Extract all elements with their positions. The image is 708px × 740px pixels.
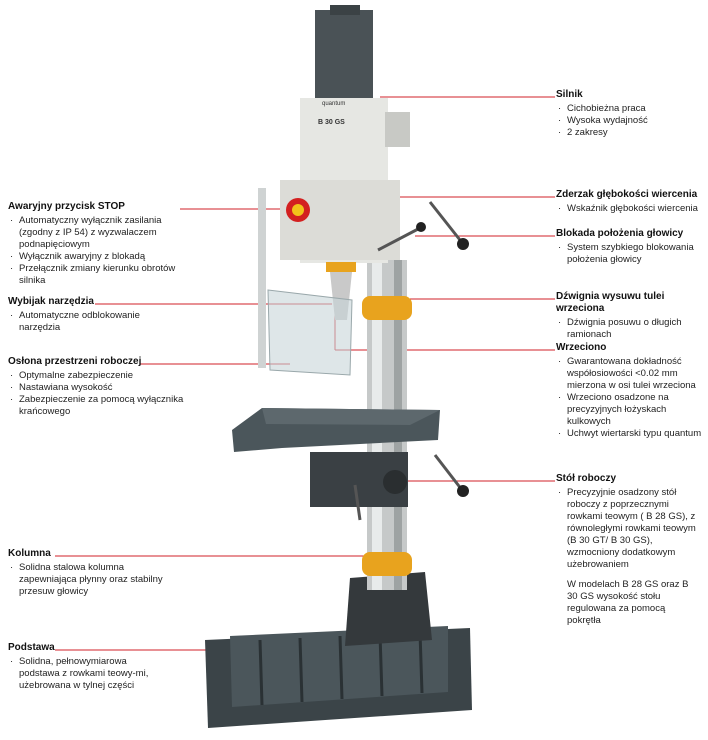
callout-head-lock: Blokada położenia głowicy System szybkie… xyxy=(556,228,704,266)
callout-spindle: Wrzeciono Gwarantowana dokładność współo… xyxy=(556,342,704,440)
callout-column: Kolumna Solidna stalowa kolumna zapewnia… xyxy=(8,548,168,598)
callout-title: Osłona przestrzeni roboczej xyxy=(8,356,142,367)
list-item: Przełącznik zmiany kierunku obrotów siln… xyxy=(8,263,176,287)
callout-emergency-stop: Awaryjny przycisk STOP Automatyczny wyłą… xyxy=(8,201,176,287)
callout-title: Zderzak głębokości wiercenia xyxy=(556,189,698,200)
callout-motor: Silnik Cichobieżna praca Wysoka wydajnoś… xyxy=(556,89,704,139)
callout-feed-lever: Dźwignia wysuwu tulei wrzeciona Dźwignia… xyxy=(556,291,706,341)
list-item: Optymalne zabezpieczenie xyxy=(8,370,188,382)
callout-title: Silnik xyxy=(556,89,583,100)
list-item: Cichobieżna praca xyxy=(556,103,704,115)
callout-title: Wrzeciono xyxy=(556,342,607,353)
list-item: Wrzeciono osadzone na precyzyjnych łożys… xyxy=(556,392,704,428)
brand-label: quantum xyxy=(322,101,345,107)
list-item: Wskaźnik głębokości wiercenia xyxy=(556,203,706,215)
list-item: Automatyczny wyłącznik zasilania (zgodny… xyxy=(8,215,176,251)
list-item: Wyłącznik awaryjny z blokadą xyxy=(8,251,176,263)
callout-title: Kolumna xyxy=(8,548,51,559)
list-item: Uchwyt wiertarski typu quantum xyxy=(556,428,704,440)
list-item: Precyzyjnie osadzony stół roboczy z popr… xyxy=(556,487,696,571)
list-item: Solidna stalowa kolumna zapewniająca pły… xyxy=(8,562,168,598)
callout-title: Dźwignia wysuwu tulei wrzeciona xyxy=(556,291,665,314)
table-note: W modelach B 28 GS oraz B 30 GS wysokość… xyxy=(567,579,689,626)
callout-title: Wybijak narzędzia xyxy=(8,296,94,307)
list-item: System szybkiego blokowania położenia gł… xyxy=(556,242,704,266)
callout-work-guard: Osłona przestrzeni roboczej Optymalne za… xyxy=(8,356,188,418)
callout-title: Awaryjny przycisk STOP xyxy=(8,201,125,212)
callout-tool-ejector: Wybijak narzędzia Automatyczne odblokowa… xyxy=(8,296,168,334)
list-item: Wysoka wydajność xyxy=(556,115,704,127)
list-item: Zabezpieczenie za pomocą wyłącznika krań… xyxy=(8,394,188,418)
list-item: 2 zakresy xyxy=(556,127,704,139)
list-item: Dźwignia posuwu o długich ramionach xyxy=(556,317,706,341)
callout-title: Blokada położenia głowicy xyxy=(556,228,684,239)
callout-depth-stop: Zderzak głębokości wiercenia Wskaźnik gł… xyxy=(556,189,706,215)
list-item: Nastawiana wysokość xyxy=(8,382,188,394)
callout-base: Podstawa Solidna, pełnowymiarowa podstaw… xyxy=(8,642,168,692)
list-item: Gwarantowana dokładność współosiowości <… xyxy=(556,356,704,392)
list-item: Automatyczne odblokowanie narzędzia xyxy=(8,310,168,334)
callout-title: Podstawa xyxy=(8,642,55,653)
callout-title: Stół roboczy xyxy=(556,473,617,484)
model-label: B 30 GS xyxy=(318,119,345,126)
callout-work-table: Stół roboczy Precyzyjnie osadzony stół r… xyxy=(556,473,696,627)
list-item: Solidna, pełnowymiarowa podstawa z rowka… xyxy=(8,656,168,692)
